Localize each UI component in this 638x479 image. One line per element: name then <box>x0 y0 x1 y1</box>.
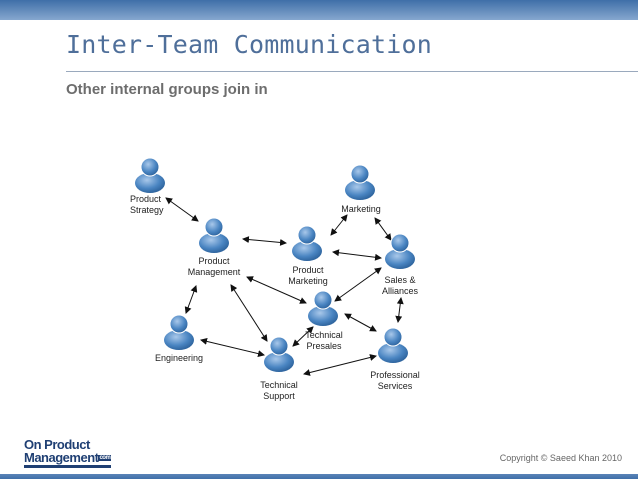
person-icon-product-management <box>199 217 229 253</box>
person-icon-marketing <box>345 164 375 200</box>
label-technical-presales: Technical Presales <box>305 330 343 351</box>
slide-subtitle: Other internal groups join in <box>66 81 268 98</box>
label-product-management: Product Management <box>187 256 241 277</box>
link-technicalsupport-professionalservices <box>303 354 377 376</box>
slide-title: Inter-Team Communication <box>66 30 433 59</box>
person-icon-engineering <box>164 314 194 350</box>
link-technicalsupport-presales <box>292 326 314 347</box>
person-icon-product-strategy <box>135 157 165 193</box>
logo-line-1: On Product <box>24 437 90 452</box>
label-sales-alliances: Sales & Alliances <box>381 275 419 296</box>
link-presales-professionalservices <box>344 313 377 332</box>
brand-logo: On Product Managementcom <box>24 437 112 469</box>
link-sales-presales <box>334 267 382 302</box>
label-marketing: Marketing <box>341 204 381 214</box>
label-product-strategy: Product Strategy <box>130 194 164 215</box>
link-management-technicalsupport <box>230 284 268 342</box>
label-product-marketing: Product Marketing <box>288 265 328 286</box>
person-icon-sales-alliances <box>385 233 415 269</box>
copyright-notice: Copyright © Saeed Khan 2010 <box>499 453 622 463</box>
person-icons <box>135 157 415 372</box>
person-icon-technical-presales <box>308 290 338 326</box>
link-productmarketing-marketing <box>330 214 348 236</box>
link-management-technicalpresales <box>246 276 307 304</box>
top-banner <box>0 0 638 20</box>
link-productmarketing-sales <box>332 249 382 261</box>
person-icon-product-marketing <box>292 225 322 261</box>
person-icon-professional-services <box>378 327 408 363</box>
link-sales-professionalservices <box>395 297 404 323</box>
link-strategy-management <box>165 197 199 222</box>
logo-line-2: Management <box>24 450 99 465</box>
title-divider <box>66 71 638 72</box>
link-engineering-technicalsupport <box>200 337 265 358</box>
link-management-productmarketing <box>242 236 287 246</box>
label-engineering: Engineering <box>154 353 204 363</box>
bottom-banner <box>0 474 638 479</box>
label-professional-services: Professional Services <box>370 370 420 391</box>
person-icon-technical-support <box>264 336 294 372</box>
logo-mark: com <box>98 455 112 462</box>
label-technical-support: Technical Support <box>260 380 298 401</box>
link-management-engineering <box>184 285 198 314</box>
link-marketing-sales <box>374 217 392 241</box>
